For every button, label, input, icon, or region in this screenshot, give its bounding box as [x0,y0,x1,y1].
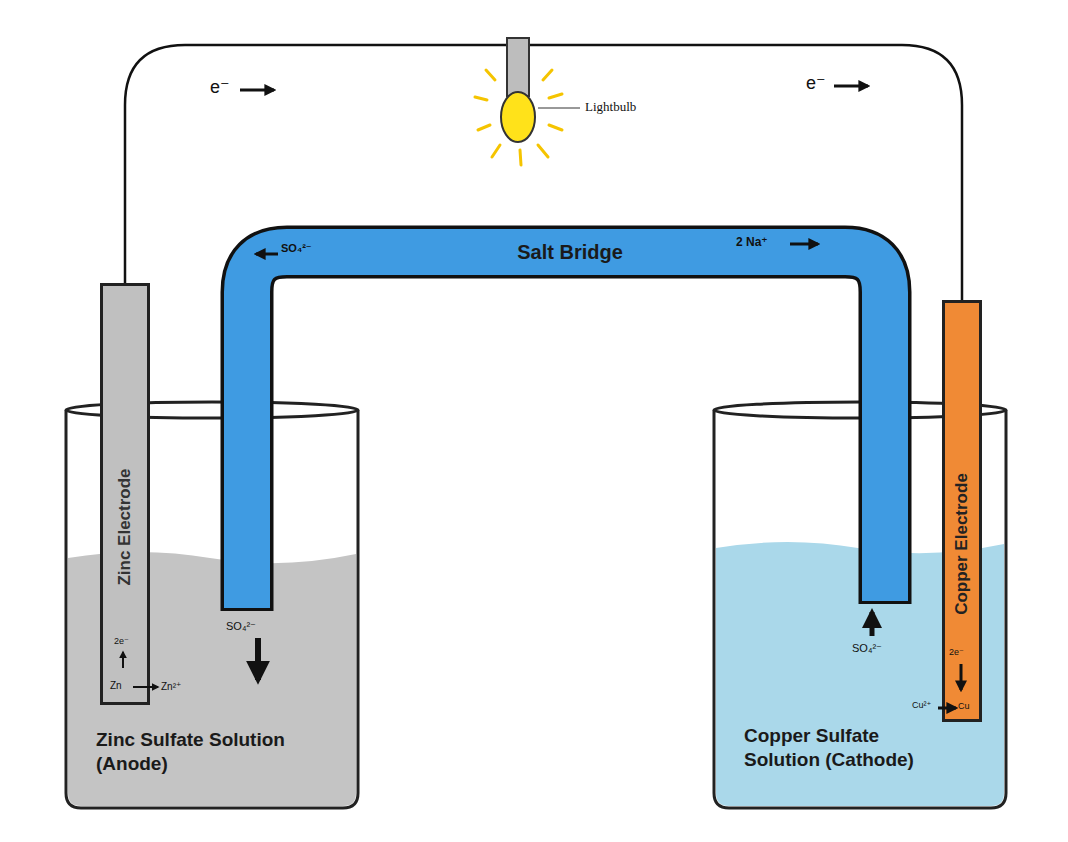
node-label: Copper Electrode [951,473,972,615]
callout-label: Cu [958,702,970,712]
callout-label: e⁻ [806,74,826,94]
bulb-socket [507,38,529,96]
ion-arrow [870,612,875,636]
ion-arrow [790,243,818,246]
leader-line [538,108,580,109]
callout-label: Cu²⁺ [912,701,931,711]
callout-label: Zn²⁺ [161,681,181,692]
callout-label: Lightbulb [585,100,636,114]
node-label: Copper Sulfate Solution (Cathode) [744,724,949,772]
node-label: Zinc Electrode [114,469,135,586]
bulb-glass [501,92,535,142]
electron-arrow [960,664,963,690]
callout-label: SO₄²⁻ [852,642,882,654]
callout-label: SO₄²⁻ [226,620,256,632]
callout-label: e⁻ [210,78,230,98]
ion-arrow [133,686,158,688]
callout-label: SO₄²⁻ [281,242,312,254]
ion-arrow [938,707,956,710]
copper-electrode: Copper Electrode [942,300,982,722]
callout-label: Zn [110,680,122,691]
callout-label: 2 Na⁺ [736,236,768,249]
ion-arrow [256,253,278,256]
salt-bridge-tube [210,220,920,615]
electron-arrow [122,652,124,668]
electron-arrow [834,85,868,88]
callout-label: 2e⁻ [949,648,964,658]
callout-label: 2e⁻ [114,637,129,647]
ion-arrow [255,638,261,680]
electron-arrow [240,89,274,92]
node-label: Zinc Sulfate Solution (Anode) [96,728,301,776]
salt-bridge: Salt Bridge [210,220,920,615]
node-label: Salt Bridge [517,240,623,265]
